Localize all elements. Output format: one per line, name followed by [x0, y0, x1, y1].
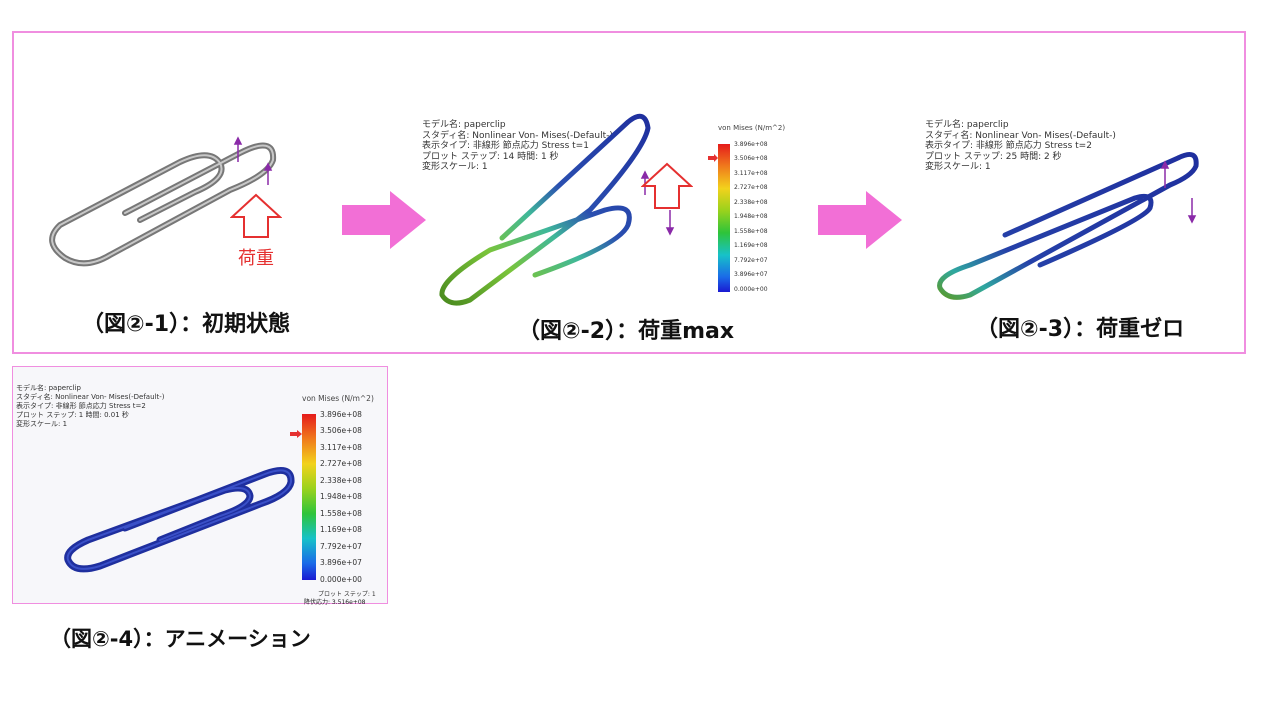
paperclip-zero-image: [937, 151, 1199, 300]
figure-frame-top: [12, 31, 1246, 354]
caption-loadmax: （図②-2）：荷重max: [518, 319, 735, 344]
legend-tick: 3.896e+08: [320, 410, 362, 419]
legend-title: von Mises (N/m^2): [718, 124, 786, 132]
legend-tick: 1.948e+08: [734, 213, 768, 220]
paperclip-loadmax-image: [439, 113, 675, 306]
legend-tick: 3.896e+07: [320, 558, 362, 567]
legend-tick: 3.506e+08: [320, 426, 362, 435]
legend-tick: 1.558e+08: [320, 509, 362, 518]
legend-tick: 3.506e+08: [734, 155, 768, 162]
legend-tick: 2.338e+08: [320, 476, 362, 485]
panel2-info: モデル名: paperclip スタディ名: Nonlinear Von- Mi…: [422, 120, 613, 173]
next-arrow-icon-2: [818, 191, 902, 249]
legend-tick: 1.169e+08: [734, 242, 768, 249]
legend-tick: 2.727e+08: [320, 459, 362, 468]
legend-tick: 3.117e+08: [320, 443, 362, 452]
next-arrow-icon: [342, 191, 426, 249]
legend-tick: 3.896e+08: [734, 141, 768, 148]
legend-tick: 3.117e+08: [734, 170, 768, 177]
legend-tick: 7.792e+07: [734, 257, 768, 264]
legend-tick: 3.896e+07: [734, 271, 768, 278]
legend-tick: 2.727e+08: [734, 184, 768, 191]
legend-tick: 0.000e+00: [320, 575, 362, 584]
caption-initial: （図②-1）：初期状態: [82, 312, 291, 337]
paperclip-animation-image: [64, 466, 295, 573]
animation-step-label: プロット ステップ: 1: [318, 591, 376, 598]
load-arrow-icon: [230, 193, 282, 238]
legend-tick: 1.948e+08: [320, 492, 362, 501]
load-arrow-icon-2: [641, 162, 693, 209]
caption-zero: （図②-3）：荷重ゼロ: [976, 317, 1185, 342]
legend-tick: 0.000e+00: [734, 286, 768, 293]
legend-title-animation: von Mises (N/m^2): [302, 394, 374, 403]
panel3-info: モデル名: paperclip スタディ名: Nonlinear Von- Mi…: [925, 120, 1116, 173]
legend-tick: 1.558e+08: [734, 228, 768, 235]
legend-tick: 1.169e+08: [320, 525, 362, 534]
yield-stress-label: 降伏応力: 3.516e+08: [304, 599, 366, 606]
legend-tick: 7.792e+07: [320, 542, 362, 551]
caption-animation: （図②-4）：アニメーション: [50, 627, 311, 651]
paperclip-initial-image: [49, 136, 277, 267]
legend-tick: 2.338e+08: [734, 199, 768, 206]
panel4-info: モデル名: paperclip スタディ名: Nonlinear Von- Mi…: [16, 384, 165, 428]
load-label: 荷重: [238, 248, 274, 269]
